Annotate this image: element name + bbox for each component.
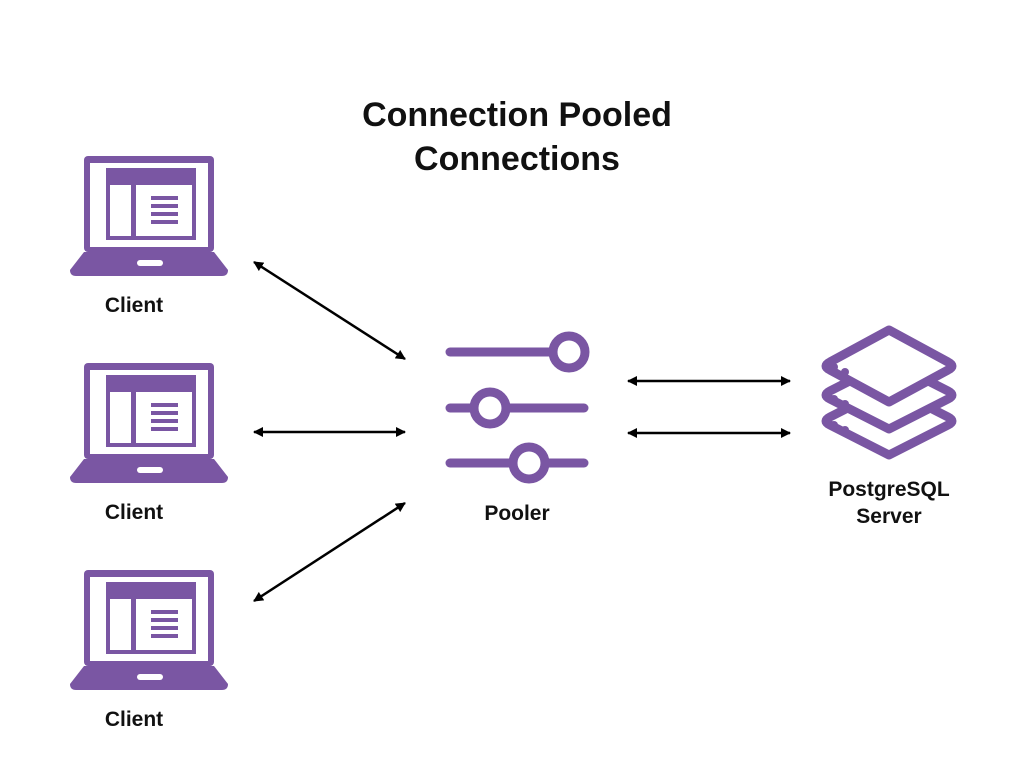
client-2-laptop-icon — [70, 363, 228, 483]
postgresql-server-icon — [821, 325, 957, 460]
edge-client-3-pooler — [253, 501, 406, 603]
diagram-title: Connection Pooled Connections — [300, 93, 734, 181]
pooler-sliders-icon — [445, 331, 590, 484]
title-line-1: Connection Pooled — [362, 96, 672, 134]
client-3-label: Client — [104, 708, 164, 731]
server-label: PostgreSQL Server — [800, 476, 978, 530]
client-1-laptop-icon — [70, 156, 228, 276]
edge-client-1-pooler — [253, 260, 406, 361]
client-3-laptop-icon — [70, 570, 228, 690]
client-2-label: Client — [104, 501, 164, 524]
server-label-line-1: PostgreSQL — [828, 478, 950, 501]
pooler-label: Pooler — [484, 502, 550, 525]
title-line-2: Connections — [414, 140, 620, 178]
client-1-label: Client — [104, 294, 164, 317]
server-label-line-2: Server — [856, 505, 922, 528]
